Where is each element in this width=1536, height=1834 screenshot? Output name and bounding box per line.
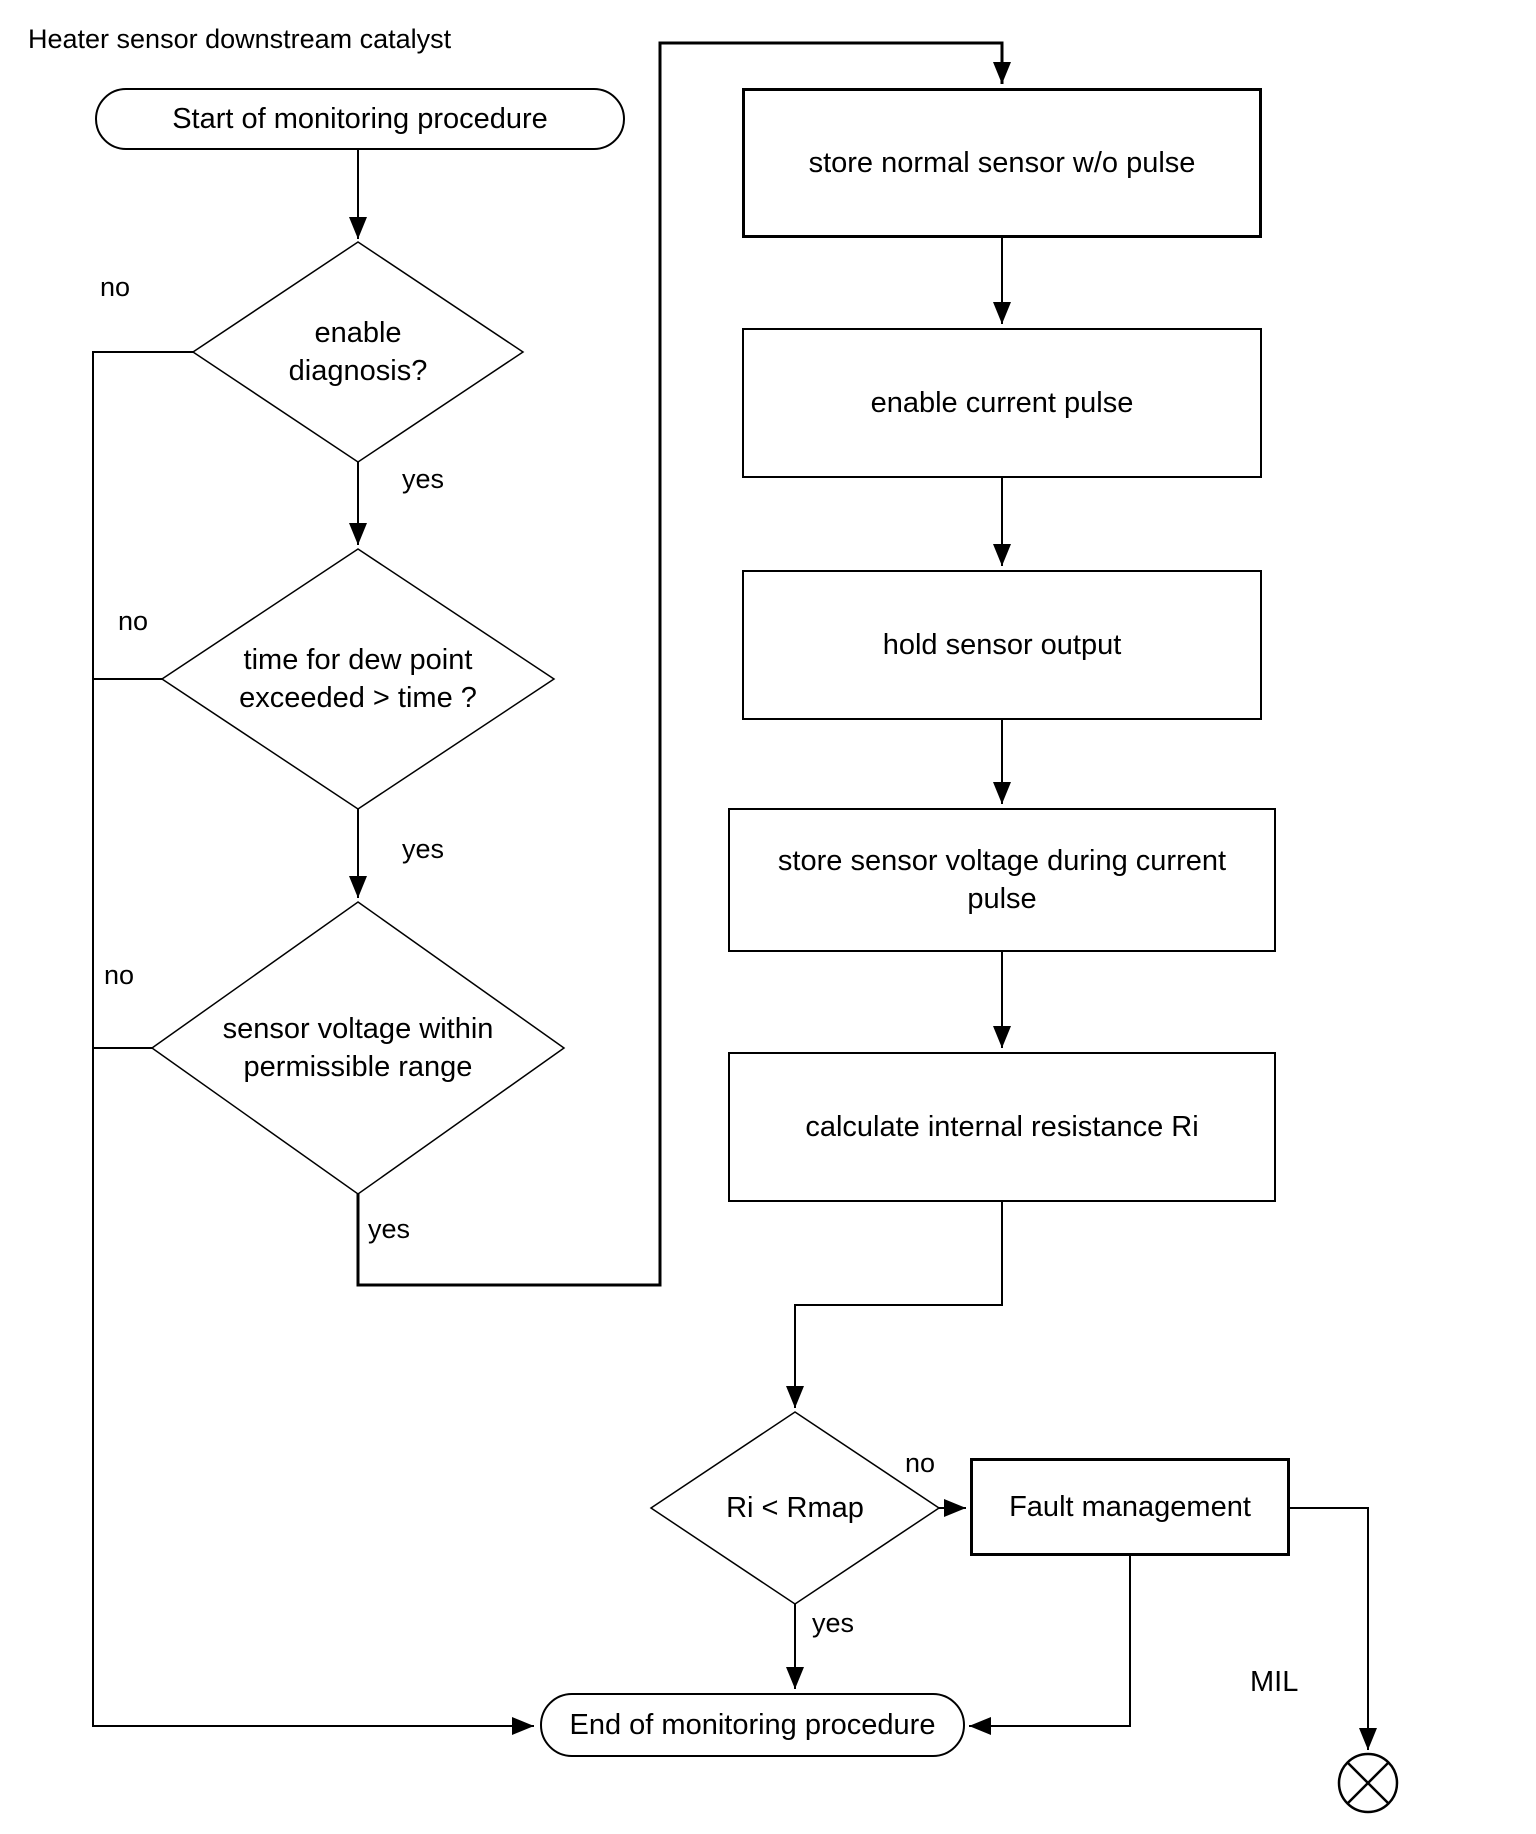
decision-ri-rmap-line1: Ri < Rmap [726, 1491, 864, 1524]
process-enable-current-pulse: enable current pulse [742, 328, 1262, 478]
connector-calc-ri-to-ri-rmap [786, 1202, 1003, 1408]
end-terminator: End of monitoring procedure [540, 1693, 965, 1757]
process-store-sensor-voltage-line1: store sensor voltage during current [777, 844, 1227, 877]
process-store-sensor-voltage: store sensor voltage during current puls… [728, 808, 1276, 952]
flowchart-title: Heater sensor downstream catalyst [28, 24, 452, 54]
decision-enable-diagnosis-line1: enable [314, 316, 402, 349]
label-no-dew-point-time: no [118, 606, 149, 636]
label-no-ri-rmap: no [905, 1448, 936, 1478]
decision-dew-point-time: time for dew point exceeded > time ? [178, 619, 538, 739]
decision-sensor-voltage-range-line2: permissible range [243, 1051, 473, 1083]
process-store-normal-sensor: store normal sensor w/o pulse [742, 88, 1262, 238]
decision-dew-point-time-shape [160, 548, 556, 810]
decision-ri-rmap: Ri < Rmap [675, 1478, 915, 1538]
connector-fault-to-mil-lamp [1290, 1507, 1377, 1750]
decision-enable-diagnosis-line2: diagnosis? [288, 355, 428, 387]
process-fault-management-line1: Fault management [1009, 1490, 1251, 1523]
decision-dew-point-time-line2: exceeded > time ? [239, 682, 477, 714]
decision-sensor-voltage-range-shape [150, 901, 566, 1195]
connector-yes-loop-to-store-normal [356, 41, 1011, 1287]
decision-ri-rmap-shape [649, 1411, 941, 1605]
decision-enable-diagnosis-shape [191, 241, 525, 463]
decision-enable-diagnosis: enable diagnosis? [218, 292, 498, 412]
process-fault-management: Fault management [970, 1458, 1290, 1556]
end-terminator-label: End of monitoring procedure [569, 1708, 936, 1741]
process-hold-sensor-output: hold sensor output [742, 570, 1262, 720]
connector-no-return-to-end [92, 351, 534, 1735]
connector-fault-to-end [969, 1556, 1131, 1735]
process-store-sensor-voltage-line2: pulse [967, 883, 1037, 915]
mil-lamp-icon [1337, 1752, 1399, 1814]
decision-dew-point-time-line1: time for dew point [243, 643, 473, 676]
label-yes-dew-point-time: yes [402, 834, 445, 864]
process-calculate-ri: calculate internal resistance Ri [728, 1052, 1276, 1202]
start-terminator: Start of monitoring procedure [95, 88, 625, 150]
label-yes-ri-rmap: yes [812, 1608, 855, 1638]
process-calculate-ri-line1: calculate internal resistance Ri [805, 1110, 1199, 1143]
label-yes-enable-diagnosis: yes [402, 464, 445, 494]
label-no-sensor-voltage-range: no [104, 960, 135, 990]
process-hold-sensor-output-line1: hold sensor output [882, 628, 1122, 661]
label-yes-sensor-voltage-range: yes [368, 1214, 411, 1244]
mil-label: MIL [1250, 1666, 1299, 1698]
decision-sensor-voltage-range-line1: sensor voltage within [222, 1012, 494, 1045]
process-enable-current-pulse-line1: enable current pulse [870, 386, 1134, 419]
decision-sensor-voltage-range: sensor voltage within permissible range [158, 988, 558, 1108]
process-store-normal-sensor-line1: store normal sensor w/o pulse [808, 146, 1196, 179]
label-no-enable-diagnosis: no [100, 272, 131, 302]
start-terminator-label: Start of monitoring procedure [172, 102, 548, 135]
